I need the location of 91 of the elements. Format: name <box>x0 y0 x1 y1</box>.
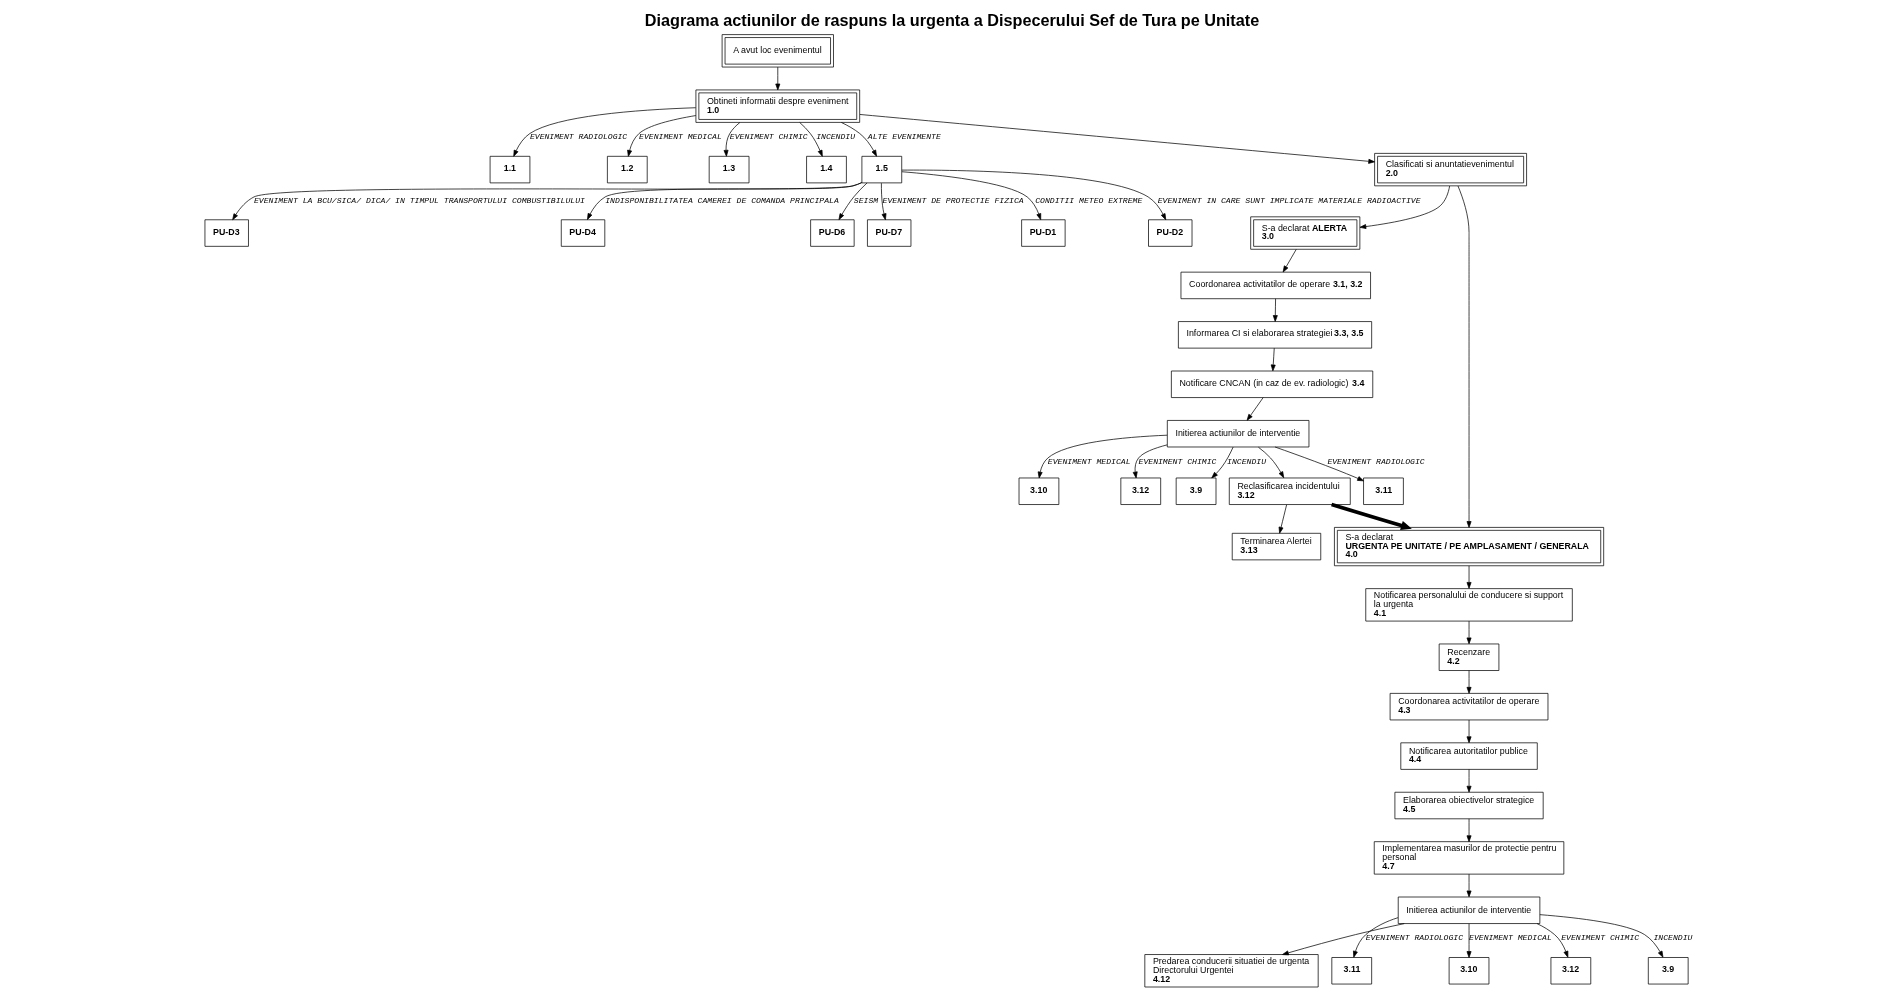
arrow <box>1281 923 1405 956</box>
node-box: 1.2 <box>606 155 648 184</box>
node-box: Recenzare 4.2 <box>1438 643 1499 671</box>
arrow <box>1359 185 1450 229</box>
node-box: Elaborarea obiectivelor strategice 4.5 <box>1394 791 1544 820</box>
arrow <box>1132 444 1167 479</box>
arrow <box>231 182 862 221</box>
edge-label: CONDITII METEO EXTREME <box>1034 195 1142 205</box>
node-box: Notificarea autoritatilor publice 4.4 <box>1399 742 1538 770</box>
arrow <box>1466 620 1471 645</box>
node-box: 3.9 <box>1175 477 1216 505</box>
node-box: 1.1 <box>489 155 530 184</box>
arrow <box>1037 434 1168 479</box>
edge-label: EVENIMENT IN CARE SUNT IMPLICATE MATERIALE RADIOACTIVE <box>1157 195 1421 205</box>
edge-label: INDISPONIBILITATEA CAMEREI DE COMANDA PRINCIPALA <box>604 195 839 205</box>
arrow <box>1466 818 1471 842</box>
node-box: Coordonarea activitatilor de operare 4.3 <box>1389 693 1548 721</box>
node-box: Notificare CNCAN (in caz de ev. radiologic) 3.4 <box>1170 370 1373 398</box>
arrow <box>901 169 1166 221</box>
arrow <box>512 107 696 157</box>
edge-label: EVENIMENT RADIOLOGIC <box>1326 456 1425 466</box>
arrow <box>798 122 823 157</box>
node-box: Coordonarea activitatilor de operare 3.1, 3.2 <box>1180 271 1371 300</box>
arrow <box>838 182 867 220</box>
arrow <box>1466 769 1471 793</box>
edge-label: ALTE EVENIMENTE <box>867 132 941 142</box>
node-box: 1.4 <box>805 155 847 184</box>
arrow <box>1457 185 1471 528</box>
node-box: Reclasificarea incidentului 3.12 <box>1228 477 1351 505</box>
node-box: PU-D3 <box>204 219 249 247</box>
arrow <box>1282 248 1297 273</box>
edge-label: EVENIMENT DE PROTECTIE FIZICA <box>882 195 1024 205</box>
edge-label: EVENIMENT RADIOLOGIC <box>529 132 627 142</box>
node-box: Implementarea masurilor de protectie pentru personal 4.7 <box>1373 841 1564 875</box>
arrow <box>1466 923 1471 958</box>
arrow <box>859 114 1375 164</box>
node-box: 3.9 <box>1647 957 1688 985</box>
node-box: 3.10 <box>1448 957 1489 985</box>
edge-label: INCENDIU <box>1226 456 1266 466</box>
arrow <box>1246 397 1263 421</box>
arrow <box>1330 502 1412 531</box>
edge-label: EVENIMENT MEDICAL <box>1468 933 1552 943</box>
arrow <box>1466 670 1471 694</box>
node-box: Notificarea personalului de conducere si support la urgenta 4.1 <box>1364 588 1573 622</box>
arrow <box>840 122 877 157</box>
arrow <box>1257 446 1284 479</box>
arrow <box>901 171 1041 220</box>
node-box: 3.12 <box>1119 477 1161 505</box>
node-box: 1.3 <box>708 155 749 184</box>
edge-label: EVENIMENT CHIMIC <box>1560 933 1639 943</box>
edge-label: EVENIMENT MEDICAL <box>638 132 722 142</box>
node-box: Terminarea Alertei 3.13 <box>1231 532 1321 561</box>
node-box: 3.12 <box>1550 957 1591 985</box>
edge-label: EVENIMENT CHIMIC <box>1138 456 1216 466</box>
edge-label: EVENIMENT MEDICAL <box>1047 456 1131 466</box>
arrow <box>626 115 696 157</box>
node-box: 3.11 <box>1362 477 1404 505</box>
node-box: 1.5 <box>861 155 902 184</box>
edge-label: EVENIMENT LA BCU/SICA/ DICA/ IN TIMPUL TRANSPORTULUI COMBUSTIBILULUI <box>253 195 585 205</box>
node-box: PU-D4 <box>560 219 605 247</box>
arrow <box>1466 719 1471 744</box>
edge-label: EVENIMENT RADIOLOGIC <box>1365 933 1463 943</box>
node-box: PU-D6 <box>809 219 854 247</box>
arrow <box>1274 446 1364 482</box>
node-box: Initierea actiunilor de interventie <box>1397 896 1540 924</box>
diagram-title: Diagrama actiunilor de raspuns la urgenta a Dispecerului Sef de Tura pe Unitate <box>644 11 1259 30</box>
arrow <box>1210 446 1233 479</box>
arrow <box>774 66 780 91</box>
arrow <box>880 182 886 221</box>
node-box: Informarea CI si elaborarea strategiei 3.3, 3.5 <box>1177 321 1372 349</box>
edge-label: SEISM <box>853 195 878 205</box>
edge-label: EVENIMENT CHIMIC <box>729 132 808 142</box>
arrow <box>1466 873 1471 898</box>
node-box: PU-D2 <box>1147 219 1192 247</box>
node-box: PU-D1 <box>1020 219 1065 247</box>
arrow <box>586 182 862 220</box>
arrow <box>1270 347 1276 372</box>
edge-label: INCENDIU <box>815 132 855 142</box>
arrow <box>1536 923 1568 958</box>
arrow <box>1539 914 1663 958</box>
node-box: Initierea actiunilor de interventie <box>1166 420 1309 448</box>
arrow <box>1466 565 1471 589</box>
node-box: 3.10 <box>1018 477 1059 505</box>
arrow <box>723 122 740 157</box>
arrow <box>1352 917 1398 958</box>
arrow <box>1272 298 1278 322</box>
arrow <box>1278 504 1287 534</box>
node-box: 3.11 <box>1330 957 1372 985</box>
node-box: Predarea conducerii situatiei de urgenta Directorului Urgentei 4.12 <box>1143 954 1319 988</box>
node-box: PU-D7 <box>866 219 911 247</box>
edge-label: INCENDIU <box>1652 933 1692 943</box>
